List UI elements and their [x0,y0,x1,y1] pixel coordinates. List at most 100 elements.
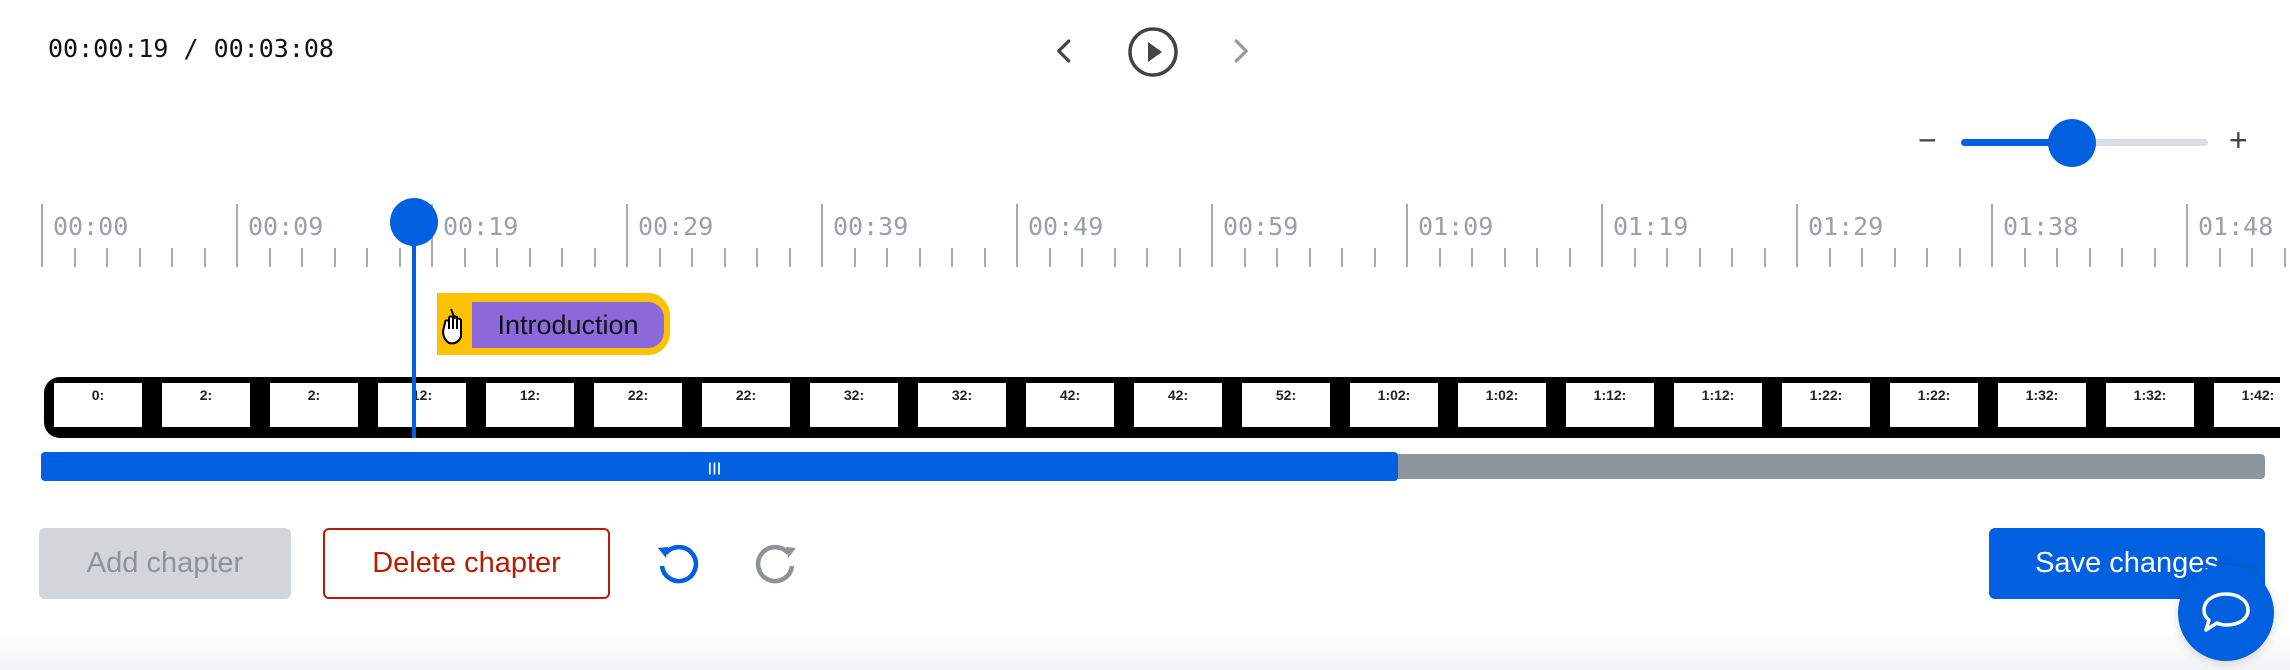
ruler-minor-tick [1373,248,1376,267]
filmstrip-frame[interactable]: 1:32: [2106,383,2194,427]
ruler-minor-tick [1893,248,1896,267]
filmstrip-frame[interactable]: 42: [1134,383,1222,427]
ruler-major-tick [1211,204,1213,267]
chat-button[interactable] [2178,565,2274,661]
ruler-minor-tick [268,248,271,267]
ruler-label: 01:09 [1418,212,1494,241]
zoom-slider-handle[interactable] [2048,119,2097,167]
ruler-minor-tick [723,248,726,267]
filmstrip-frame[interactable]: 1:12: [1674,383,1762,427]
filmstrip-frame[interactable]: 32: [918,383,1006,427]
filmstrip-frame[interactable]: 1:42: [2214,383,2280,427]
filmstrip-frame[interactable]: 22: [594,383,682,427]
timeline-scrollbar-thumb[interactable] [41,452,1398,481]
ruler-major-tick [1991,204,1993,267]
chat-bubble-icon [2202,592,2250,632]
ruler-label: 00:00 [53,212,129,241]
ruler-minor-tick [2121,248,2123,267]
filmstrip-frame[interactable]: 52: [1242,383,1330,427]
filmstrip-frame[interactable]: 22: [702,383,790,427]
filmstrip[interactable]: 0: 2: 2: 12: 12: 22: 22: 32: 32: 42: 42: 52: 1:02: 1:… [44,377,2280,438]
filmstrip-frame[interactable]: 1:22: [1782,383,1870,427]
ruler-major-tick [1796,204,1798,267]
previous-button[interactable] [1040,26,1090,76]
ruler-minor-tick [1341,248,1343,267]
ruler-minor-tick [1633,248,1636,267]
ruler-minor-tick [1438,248,1441,267]
ruler-label: 00:09 [248,212,324,241]
filmstrip-frame[interactable]: 42: [1026,383,1114,427]
filmstrip-frame[interactable]: 1:12: [1566,383,1654,427]
grip-icon: ||| [708,460,722,475]
zoom-in-button[interactable]: + [2229,122,2248,158]
ruler-minor-tick [1243,248,1246,267]
ruler-minor-tick [951,248,953,267]
ruler-label: 01:19 [1613,212,1689,241]
ruler-minor-tick [1081,248,1083,267]
hand-cursor-icon [441,308,462,345]
ruler-minor-tick [1698,248,1701,267]
next-button[interactable] [1215,26,1265,76]
filmstrip-frame[interactable]: 2: [270,383,358,427]
redo-button[interactable] [752,538,802,588]
filmstrip-frame[interactable]: 1:02: [1458,383,1546,427]
zoom-slider-fill [1961,139,2073,146]
ruler-minor-tick [171,248,173,267]
ruler-minor-tick [398,248,401,267]
chapter-marker-introduction[interactable]: Introduction [472,302,664,348]
ruler-major-tick [1601,204,1603,267]
ruler-minor-tick [1308,248,1311,267]
filmstrip-frame[interactable]: 2: [162,383,250,427]
filmstrip-frame[interactable]: 12: [378,383,466,427]
filmstrip-frame[interactable]: 32: [810,383,898,427]
ruler-minor-tick [2023,248,2026,267]
play-button[interactable] [1127,26,1179,78]
filmstrip-frame[interactable]: 12: [486,383,574,427]
ruler-minor-tick [203,248,206,267]
playhead-line [412,235,416,438]
filmstrip-frame[interactable]: 0: [54,383,142,427]
playhead-handle[interactable] [390,198,438,246]
ruler-minor-tick [73,248,76,267]
filmstrip-frame[interactable]: 1:22: [1890,383,1978,427]
undo-button[interactable] [652,538,702,588]
ruler-major-tick [626,204,628,267]
ruler-minor-tick [496,248,498,267]
ruler-minor-tick [756,248,758,267]
ruler-major-tick [821,204,823,267]
add-chapter-button[interactable]: Add chapter [39,528,291,599]
ruler-minor-tick [138,248,141,267]
chevron-left-icon [1057,39,1071,63]
ruler-minor-tick [691,248,693,267]
ruler-label: 00:19 [443,212,519,241]
ruler-minor-tick [853,248,856,267]
ruler-minor-tick [301,248,303,267]
ruler-minor-tick [1568,248,1571,267]
ruler-minor-tick [918,248,921,267]
ruler-minor-tick [1048,248,1051,267]
ruler-minor-tick [1113,248,1116,267]
ruler-minor-tick [1666,248,1668,267]
ruler-minor-tick [1958,248,1961,267]
ruler-minor-tick [2153,248,2156,267]
ruler-major-tick [1016,204,1018,267]
chapter-title: Introduction [497,309,639,340]
ruler-minor-tick [1731,248,1733,267]
ruler-minor-tick [593,248,596,267]
ruler-minor-tick [2251,248,2253,267]
ruler-minor-tick [1503,248,1506,267]
delete-chapter-button[interactable]: Delete chapter [323,528,610,599]
ruler-minor-tick [2283,248,2286,267]
ruler-label: 00:59 [1223,212,1299,241]
chevron-right-icon [1234,39,1248,63]
undo-icon [658,544,699,584]
ruler-minor-tick [463,248,466,267]
ruler-minor-tick [1536,248,1538,267]
zoom-out-button[interactable]: − [1918,122,1937,158]
filmstrip-frame[interactable]: 1:32: [1998,383,2086,427]
ruler-label: 00:49 [1028,212,1104,241]
ruler-minor-tick [1471,248,1473,267]
footer-shadow [0,630,2290,670]
filmstrip-frame[interactable]: 1:02: [1350,383,1438,427]
ruler-minor-tick [983,248,986,267]
